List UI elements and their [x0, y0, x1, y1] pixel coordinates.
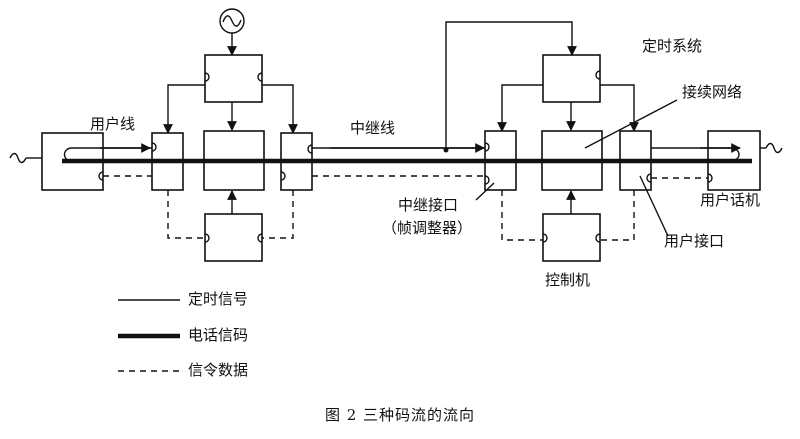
leader-trunk-interface	[475, 182, 495, 201]
right-tilde-icon	[765, 142, 783, 154]
left-timing-line-to-trunk-iface	[262, 84, 298, 134]
label-trunk-interface: 中继接口	[398, 196, 459, 214]
label-user-interface: 用户接口	[664, 232, 725, 250]
label-trunk-line: 中继线	[350, 119, 396, 137]
label-timing-system: 定时系统	[642, 37, 703, 55]
left-user-loop	[63, 147, 152, 162]
left-timing-box	[204, 54, 263, 103]
right-control-box	[542, 213, 601, 262]
legend-telephone-code: 电话信码	[188, 326, 249, 344]
right-signaling-trunk-iface-loop	[501, 190, 543, 241]
label-user-phone: 用户话机	[700, 191, 761, 209]
left-signaling-user-iface-loop	[167, 190, 205, 239]
right-timing-line-to-trunk-iface	[497, 84, 543, 132]
label-control-computer: 控制机	[545, 271, 591, 289]
left-signaling-trunk-iface-loop	[262, 190, 294, 239]
label-user-line: 用户线	[90, 115, 136, 133]
right-timing-line-to-user-iface	[600, 84, 639, 132]
clock-source-icon	[219, 8, 245, 56]
timing-recovery-line	[445, 21, 577, 150]
legend-signaling-data: 信令数据	[188, 361, 249, 379]
left-timing-line-to-user-iface	[163, 84, 205, 134]
leader-switching-network	[584, 99, 678, 149]
timing-recovery-dot	[443, 147, 449, 153]
legend-timing-signal: 定时信号	[188, 290, 249, 308]
right-timing-box	[542, 54, 601, 103]
label-frame-aligner: （帧调整器）	[382, 219, 473, 237]
left-tilde-icon	[9, 152, 27, 164]
label-switching-network: 接续网络	[682, 83, 743, 101]
right-signaling-user-iface-loop	[600, 190, 635, 241]
figure-caption: 图 2 三种码流的流向	[324, 406, 476, 424]
leader-user-interface	[639, 175, 669, 237]
left-control-box	[204, 213, 263, 262]
